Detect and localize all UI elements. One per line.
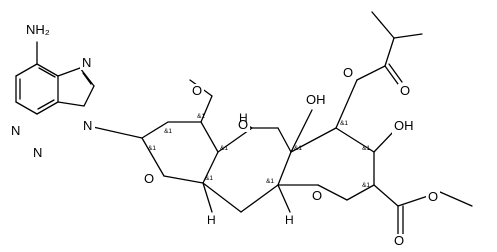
oh-label-1: OH: [306, 92, 326, 107]
o-label-carbonyl-2: O: [394, 233, 404, 248]
o-label-methoxy: O: [192, 83, 202, 98]
h-label-3: H: [285, 213, 294, 227]
stereo-label: &1: [220, 145, 228, 152]
stereo-label: &1: [197, 113, 205, 120]
n-label-4: N: [83, 118, 92, 133]
o-label-ester: O: [343, 65, 353, 80]
stereo-label: &1: [266, 178, 274, 185]
h-label-1: H: [239, 111, 248, 125]
nh2-label: NH₂: [26, 22, 50, 37]
stereo-labels: &1 &1 &1 &1 &1 &1 &1 &1 &1 &1: [148, 113, 370, 189]
n-label-1: N: [11, 123, 20, 138]
stereo-label: &1: [294, 145, 302, 152]
oh-label-2: OH: [394, 118, 414, 133]
o-label-carbonyl: O: [400, 83, 410, 98]
stereo-label: &1: [340, 120, 348, 127]
bonds: [15, 11, 473, 237]
o-label-ring2: O: [312, 188, 322, 203]
atom-labels: NH₂ N N N N O O O O O O O O OH OH H H H: [9, 22, 440, 248]
stereo-label: &1: [362, 145, 370, 152]
stereo-label: &1: [148, 145, 156, 152]
n-label-2: N: [33, 145, 42, 160]
stereo-label: &1: [205, 175, 213, 182]
h-label-2: H: [207, 213, 216, 227]
n-label-3: N: [82, 55, 91, 70]
stereo-label: &1: [362, 182, 370, 189]
o-label-pyran: O: [238, 117, 248, 132]
o-label-methoxy-ester: O: [428, 189, 438, 204]
o-label-furanose: O: [144, 171, 154, 186]
stereo-label: &1: [164, 128, 172, 135]
